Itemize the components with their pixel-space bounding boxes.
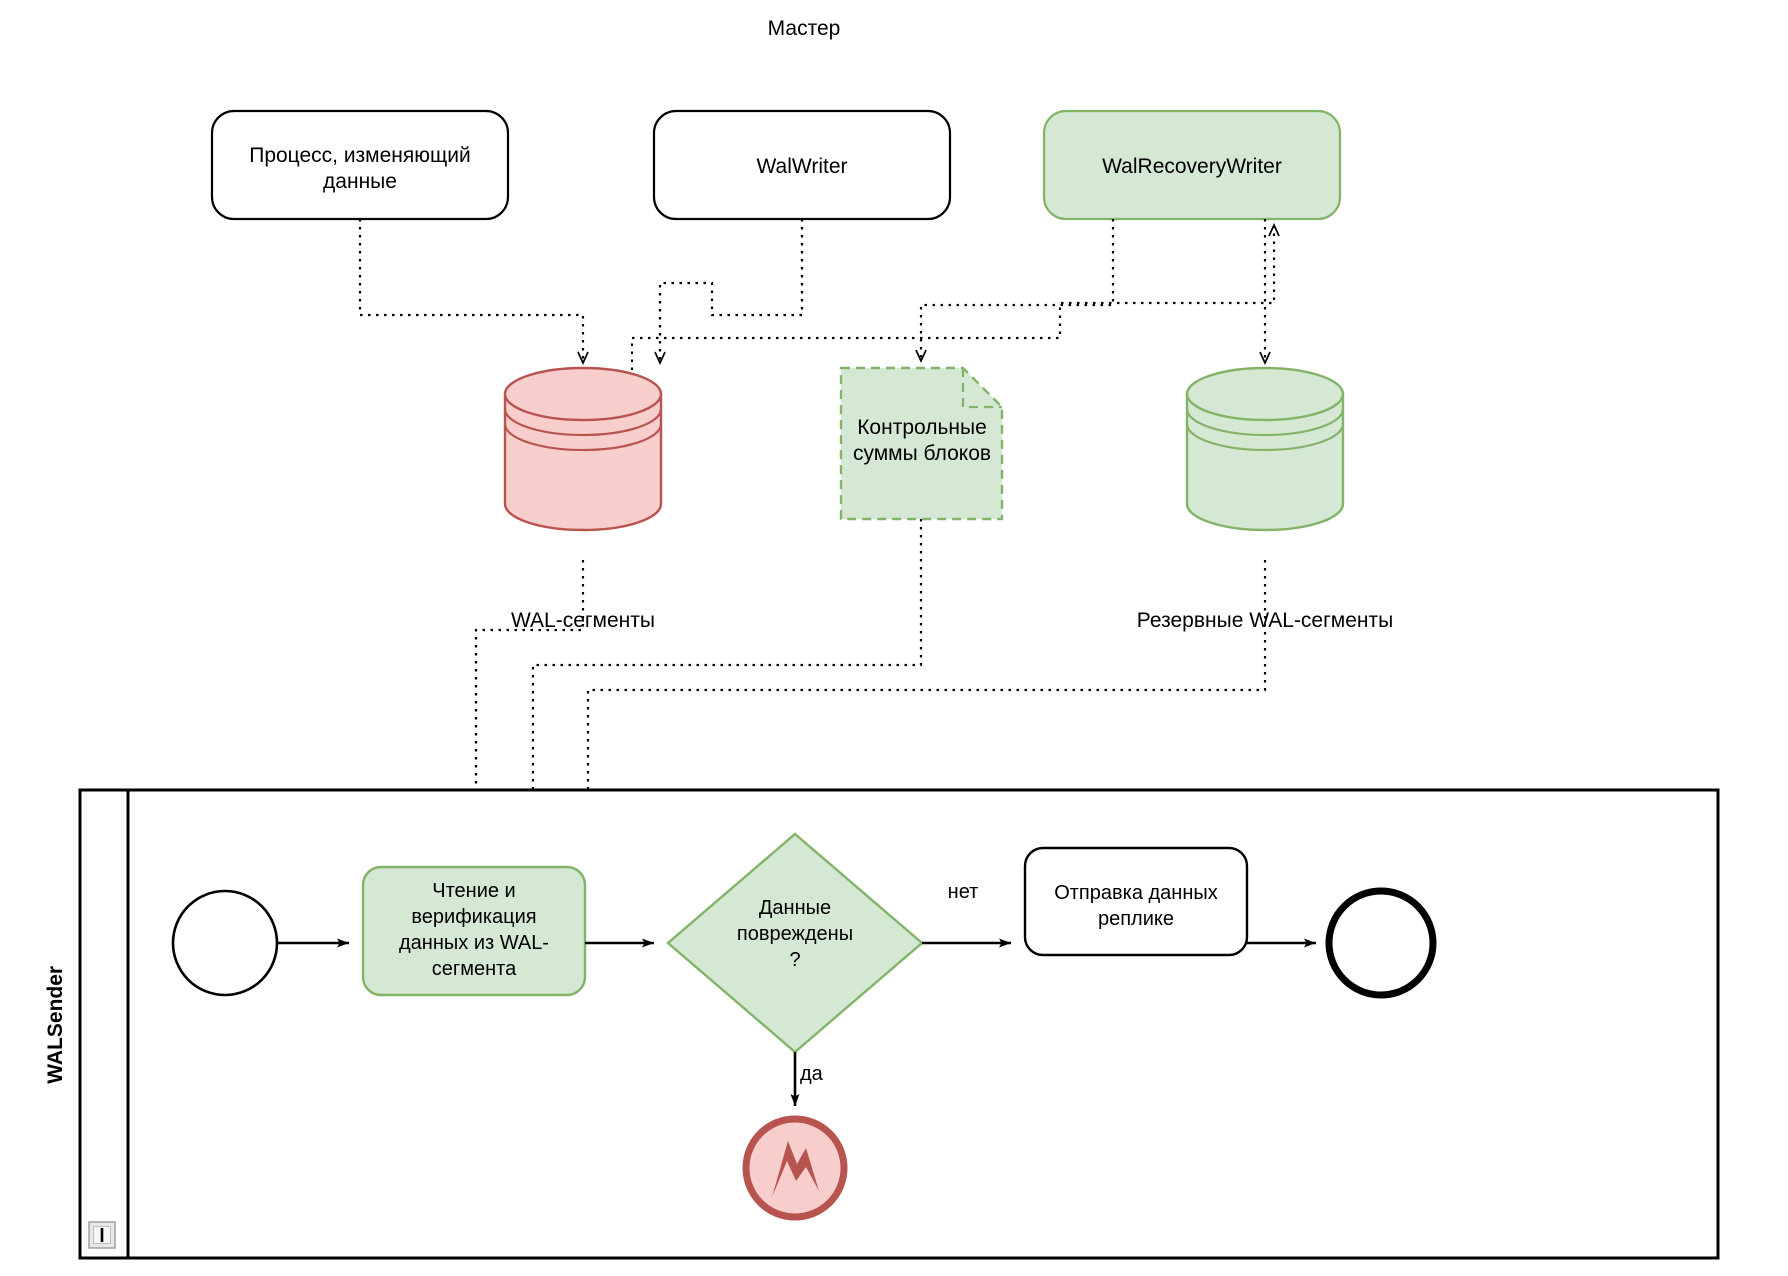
node-error-end-event[interactable]: [742, 1115, 848, 1221]
node-start-event[interactable]: [171, 889, 279, 997]
node-block-checksums[interactable]: [839, 366, 1004, 521]
assoc-c-checksums-to-read-task: [533, 519, 923, 860]
node-wal-recovery-writer[interactable]: [1042, 109, 1342, 221]
pool-walsender[interactable]: [78, 788, 1720, 1260]
node-data-changing-process[interactable]: [210, 109, 510, 221]
node-wal-segments[interactable]: [503, 366, 663, 532]
collapse-icon[interactable]: [88, 1221, 116, 1249]
node-read-verify-task[interactable]: [361, 865, 587, 997]
assoc-a-recoverywriter-to-checksums: [921, 219, 1115, 360]
assoc-e-backup-to-read-task: [588, 560, 1267, 860]
node-send-to-replica-task[interactable]: [1023, 846, 1249, 957]
node-end-event[interactable]: [1325, 887, 1437, 999]
node-backup-wal-segments[interactable]: [1185, 366, 1345, 532]
error-bolt-icon: [772, 1141, 819, 1197]
assoc-process-to-wal-segments: [358, 219, 583, 362]
assoc-walwriter-to-wal-segments: [660, 219, 804, 362]
node-wal-writer[interactable]: [652, 109, 952, 221]
assoc-segments-up-to-recoverywriter: [630, 226, 1274, 370]
